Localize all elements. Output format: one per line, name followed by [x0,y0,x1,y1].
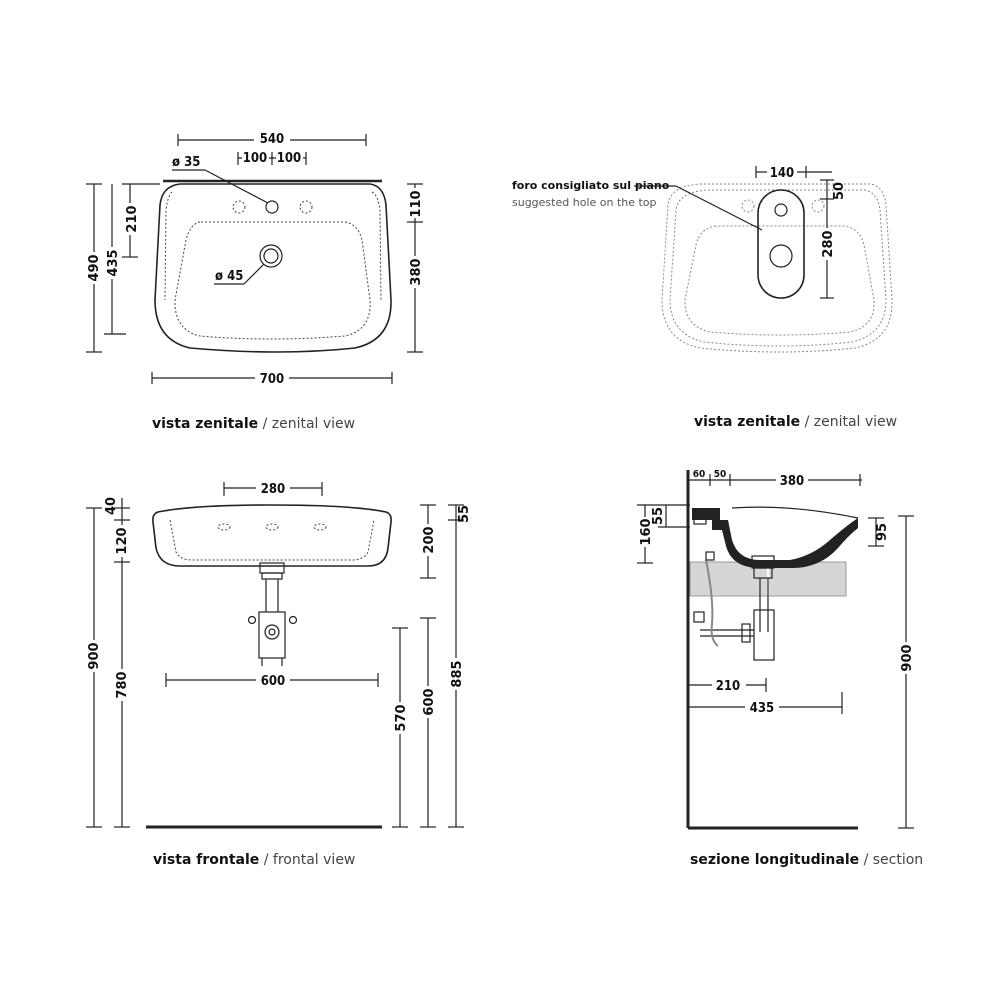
dim-right-200: 200 [422,526,437,553]
dim-width-600: 600 [261,674,285,689]
zenital-view-right: 140 50 280 foro consigliato sul piano su… [512,164,897,430]
dim-hole-drain: ø 45 [215,269,243,284]
dim-depth-hole: 210 [125,205,140,232]
dim-top-spacing: 280 [261,482,285,497]
dim-height-780: 780 [115,671,130,698]
dim-rim: 40 [104,497,119,515]
dim-offset: 50 [832,182,847,200]
zenital-view-left: 540 100 100 ø 35 ø 45 700 490 4 [84,130,425,432]
dim-right-95: 95 [875,523,890,541]
dim-spacing-a: 100 [243,151,267,166]
dim-spacing-b: 100 [277,151,301,166]
dim-bottom-210: 210 [716,679,740,694]
dim-hole-length: 280 [821,230,836,257]
dim-height-total: 490 [87,254,102,281]
dim-bowl: 120 [115,527,130,554]
section-view: 60 50 380 160 55 95 900 210 435 [636,467,923,868]
dim-right-55: 55 [457,505,472,523]
caption-section: sezione longitudinale / section [690,852,923,868]
dim-right-900: 900 [900,644,915,671]
dim-right-570: 570 [394,704,409,731]
dim-height-900: 900 [87,642,102,669]
dim-right-600: 600 [422,688,437,715]
caption-zenital-left: vista zenitale / zenital view [152,416,355,432]
frontal-view: 280 900 40 120 780 600 200 [84,480,472,868]
dim-left-160: 160 [639,518,654,545]
note-suggested-hole-it: foro consigliato sul piano [512,179,670,192]
dim-bottom-435: 435 [750,701,774,716]
dim-hole-width: 140 [770,166,794,181]
dim-top-380: 380 [780,474,804,489]
dim-width-bottom: 700 [260,372,284,387]
dim-height-inner: 435 [106,249,121,276]
dim-top-50: 50 [714,469,727,480]
dim-hole-tap: ø 35 [172,155,200,170]
dim-right-top: 110 [409,190,424,217]
dim-width-top: 540 [260,132,284,147]
dim-left-55: 55 [651,507,666,525]
dim-right-bottom: 380 [409,258,424,285]
note-suggested-hole-en: suggested hole on the top [512,196,657,209]
dim-right-885: 885 [450,660,465,687]
caption-zenital-right: vista zenitale / zenital view [694,414,897,430]
dim-top-60: 60 [693,469,706,480]
caption-frontal: vista frontale / frontal view [153,852,355,868]
